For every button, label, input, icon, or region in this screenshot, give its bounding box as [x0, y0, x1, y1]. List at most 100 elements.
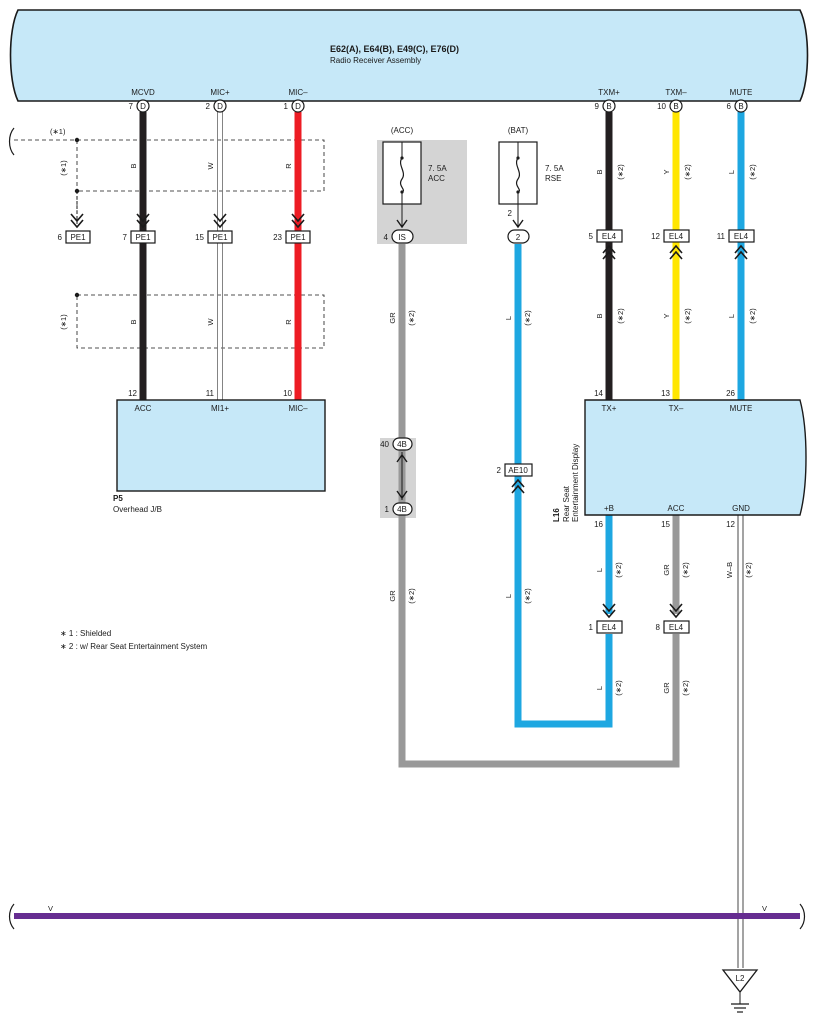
svg-text:11: 11: [206, 389, 215, 398]
svg-text:(∗2): (∗2): [407, 310, 416, 326]
shield-note-left-1: (∗1): [59, 160, 68, 176]
overhead-pin-acc: ACC: [135, 404, 152, 413]
svg-text:(∗2): (∗2): [748, 308, 757, 324]
svg-text:W: W: [206, 318, 215, 326]
el4-conn-12: EL4: [669, 232, 684, 241]
svg-text:(∗2): (∗2): [523, 588, 532, 604]
pin-num-txm-plus: 9: [595, 102, 600, 111]
radio-pins: D D D B B B 7 2 1 9 10 6: [129, 99, 748, 113]
svg-text:(∗2): (∗2): [681, 562, 690, 578]
pe1-num-6: 6: [58, 233, 63, 242]
pin-conn-txm-minus: B: [673, 102, 678, 111]
svg-text:13: 13: [661, 389, 670, 398]
svg-text:L: L: [595, 686, 604, 690]
svg-text:Y: Y: [662, 169, 671, 174]
radio-receiver-assembly: E62(A), E64(B), E49(C), E76(D) Radio Rec…: [9, 9, 809, 102]
rse-name-2: Entertainment Display: [571, 444, 580, 522]
fuse-bat-conn: 2: [516, 233, 521, 242]
el4-num-8: 8: [656, 623, 661, 632]
fuse-bat-name: RSE: [545, 174, 561, 183]
el4-conn-8: EL4: [669, 623, 684, 632]
overhead-name: Overhead J/B: [113, 505, 162, 514]
pin-conn-mic-plus: D: [217, 102, 223, 111]
fuse-bat-supply: (BAT): [508, 126, 529, 135]
pin-num-mcvd: 7: [129, 102, 134, 111]
el4-top-connectors: EL4 EL4 EL4 5 12 11: [589, 229, 755, 260]
pin-num-mic-plus: 2: [206, 102, 211, 111]
conn-ae10: AE10 2: [497, 463, 533, 494]
overhead-pin-mi1: MI1+: [211, 404, 229, 413]
pe1-conn-23: PE1: [290, 233, 306, 242]
pe1-num-23: 23: [273, 233, 282, 242]
svg-text:10: 10: [283, 389, 292, 398]
conn-4b-bottom-num: 1: [385, 505, 390, 514]
svg-text:+B: +B: [604, 504, 614, 513]
svg-text:(∗2): (∗2): [407, 588, 416, 604]
svg-text:GR: GR: [662, 564, 671, 576]
rse-code: L16: [552, 508, 561, 522]
wire-labels-upper: B W R B W R B (∗2) Y (∗2) L (∗2) B (∗2) …: [48, 162, 767, 913]
pin-label-txm-plus: TXM+: [598, 88, 620, 97]
radio-title: E62(A), E64(B), E49(C), E76(D): [330, 44, 459, 54]
svg-text:B: B: [129, 319, 138, 324]
fuse-bat-rating: 7. 5A: [545, 164, 564, 173]
fuse-acc-supply: (ACC): [391, 126, 414, 135]
svg-text:V: V: [48, 904, 53, 913]
svg-text:B: B: [595, 169, 604, 174]
fuse-acc: (ACC) 7. 5A ACC IS 4: [382, 126, 447, 244]
el4-conn-5: EL4: [602, 232, 617, 241]
fuse-acc-name: ACC: [428, 174, 445, 183]
svg-text:B: B: [595, 313, 604, 318]
svg-text:W: W: [206, 162, 215, 170]
el4-conn-1: EL4: [602, 623, 617, 632]
el4-conn-11: EL4: [734, 232, 749, 241]
svg-text:12: 12: [726, 520, 735, 529]
svg-text:GND: GND: [732, 504, 750, 513]
svg-text:(∗2): (∗2): [683, 308, 692, 324]
conn-4b-top: 4B: [397, 440, 407, 449]
svg-text:(∗2): (∗2): [681, 680, 690, 696]
fuse-acc-pin: 4: [384, 233, 389, 242]
svg-text:TX–: TX–: [669, 404, 684, 413]
svg-text:(∗2): (∗2): [523, 310, 532, 326]
wires: [14, 112, 800, 968]
svg-text:(∗2): (∗2): [614, 680, 623, 696]
pin-label-mute: MUTE: [730, 88, 753, 97]
el4-num-11: 11: [717, 232, 726, 241]
svg-text:L: L: [727, 314, 736, 318]
pe1-num-7: 7: [123, 233, 128, 242]
svg-text:TX+: TX+: [602, 404, 617, 413]
break-mark-v-right: [799, 903, 806, 930]
pin-num-mute: 6: [727, 102, 732, 111]
el4-num-5: 5: [589, 232, 594, 241]
svg-text:R: R: [284, 163, 293, 169]
pe1-conn-7: PE1: [135, 233, 151, 242]
pin-label-mic-minus: MIC–: [288, 88, 308, 97]
pe1-conn-15: PE1: [212, 233, 228, 242]
rse-display: TX+ TX– MUTE 14 13 26 +B ACC GND 16 15 1…: [552, 389, 807, 529]
ae10-num: 2: [497, 466, 502, 475]
svg-text:Y: Y: [662, 313, 671, 318]
ground-label: L2: [736, 974, 745, 983]
pin-num-txm-minus: 10: [657, 102, 666, 111]
svg-text:W–B: W–B: [725, 562, 734, 578]
pin-label-mic-plus: MIC+: [210, 88, 230, 97]
svg-text:26: 26: [726, 389, 735, 398]
svg-text:ACC: ACC: [668, 504, 685, 513]
svg-text:14: 14: [594, 389, 603, 398]
svg-text:(∗2): (∗2): [744, 562, 753, 578]
svg-text:GR: GR: [388, 312, 397, 324]
break-mark-v-left: [8, 903, 15, 930]
note-2: ∗ 2 : w/ Rear Seat Entertainment System: [60, 642, 208, 651]
el4-bottom-connectors: EL4 EL4 1 8: [589, 603, 690, 634]
ground-l2: L2: [721, 969, 759, 1013]
svg-text:(∗2): (∗2): [616, 308, 625, 324]
svg-text:B: B: [129, 163, 138, 168]
fuse-bat: (BAT) 7. 5A RSE 2 2: [498, 126, 564, 244]
pe1-connectors: PE1 PE1 PE1 PE1 6 7 15 23: [58, 213, 311, 244]
svg-text:GR: GR: [388, 590, 397, 602]
svg-text:L: L: [504, 594, 513, 598]
pin-label-txm-minus: TXM–: [665, 88, 687, 97]
fuse-bat-pin: 2: [508, 209, 513, 218]
pe1-num-15: 15: [195, 233, 204, 242]
